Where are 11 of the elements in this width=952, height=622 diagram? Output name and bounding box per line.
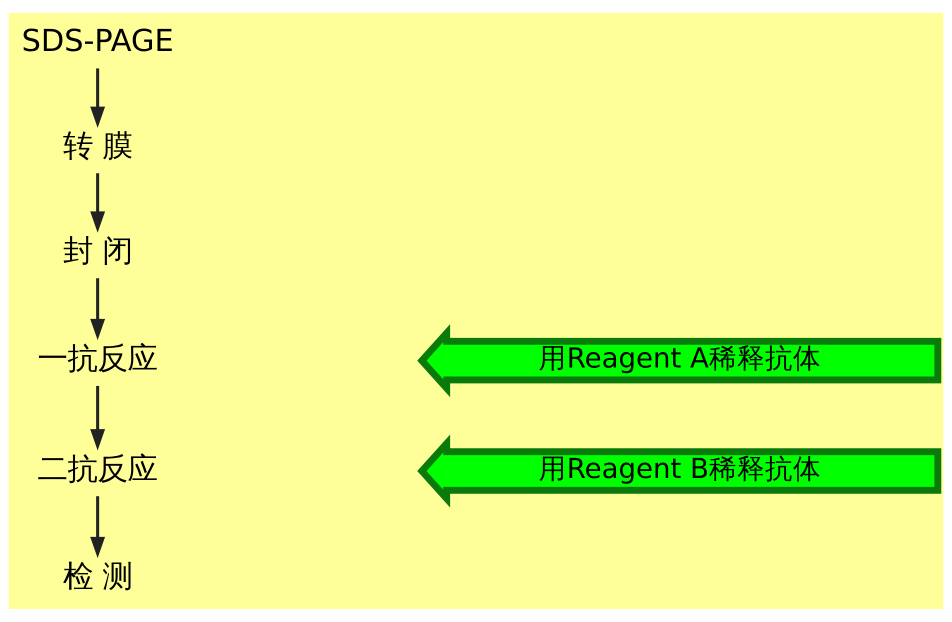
node-text: SDS-PAGE	[22, 24, 174, 60]
arrow	[90, 386, 106, 450]
arrow	[90, 278, 106, 340]
node-text: 检 测	[62, 559, 132, 594]
arrow	[90, 68, 106, 128]
node-text: 一抗反应	[38, 341, 158, 376]
node-text: 二抗反应	[38, 452, 158, 487]
node-text: 封 闭	[62, 234, 132, 269]
node-text: 转 膜	[62, 128, 132, 164]
arrow	[90, 173, 106, 233]
arrow	[90, 496, 106, 558]
